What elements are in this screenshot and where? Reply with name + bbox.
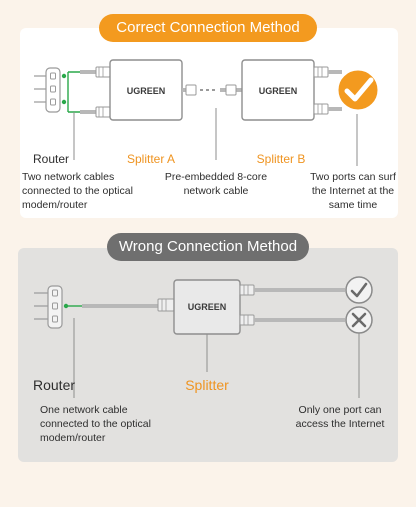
router-port-dot <box>61 73 67 79</box>
router-label: Router <box>33 152 70 166</box>
splitter-label: Splitter <box>185 377 229 393</box>
cable-left-bottom <box>80 106 111 118</box>
check-icon <box>345 276 373 304</box>
router-port-dot <box>61 99 67 105</box>
cable-single <box>82 298 175 312</box>
cross-icon <box>345 306 373 334</box>
router-label: Router <box>33 377 76 393</box>
router-icon <box>34 285 63 329</box>
splitter-b-label: Splitter B <box>256 152 306 166</box>
caption-one-cable: One network cable connected to the optic… <box>40 404 151 444</box>
splitter-brand: UGREEN <box>188 302 227 312</box>
wrong-method-title: Wrong Connection Method <box>107 233 309 261</box>
cable-right-bottom <box>313 103 342 115</box>
check-icon <box>335 67 381 113</box>
correct-method-title: Correct Connection Method <box>99 14 317 42</box>
router-connection-bracket <box>67 71 80 113</box>
splitter-a-brand: UGREEN <box>127 86 166 96</box>
caption-two-ports: Two ports can surf the Internet at the s… <box>310 171 396 211</box>
caption-two-cables: Two network cables connected to the opti… <box>22 171 133 211</box>
embedded-cable <box>182 84 242 96</box>
correct-method-panel <box>20 28 398 218</box>
caption-one-port: Only one port can access the Internet <box>295 404 385 430</box>
splitter-b-brand: UGREEN <box>259 86 298 96</box>
cable-right-top <box>313 66 342 78</box>
cable-left-top <box>80 66 111 78</box>
cable-out-top <box>239 284 345 296</box>
splitter-b-device <box>241 59 315 121</box>
cable-out-bottom <box>239 314 345 326</box>
splitter-a-label: Splitter A <box>126 152 176 166</box>
caption-pre-embedded: Pre-embedded 8-core network cable <box>164 171 268 197</box>
router-icon <box>34 67 61 113</box>
